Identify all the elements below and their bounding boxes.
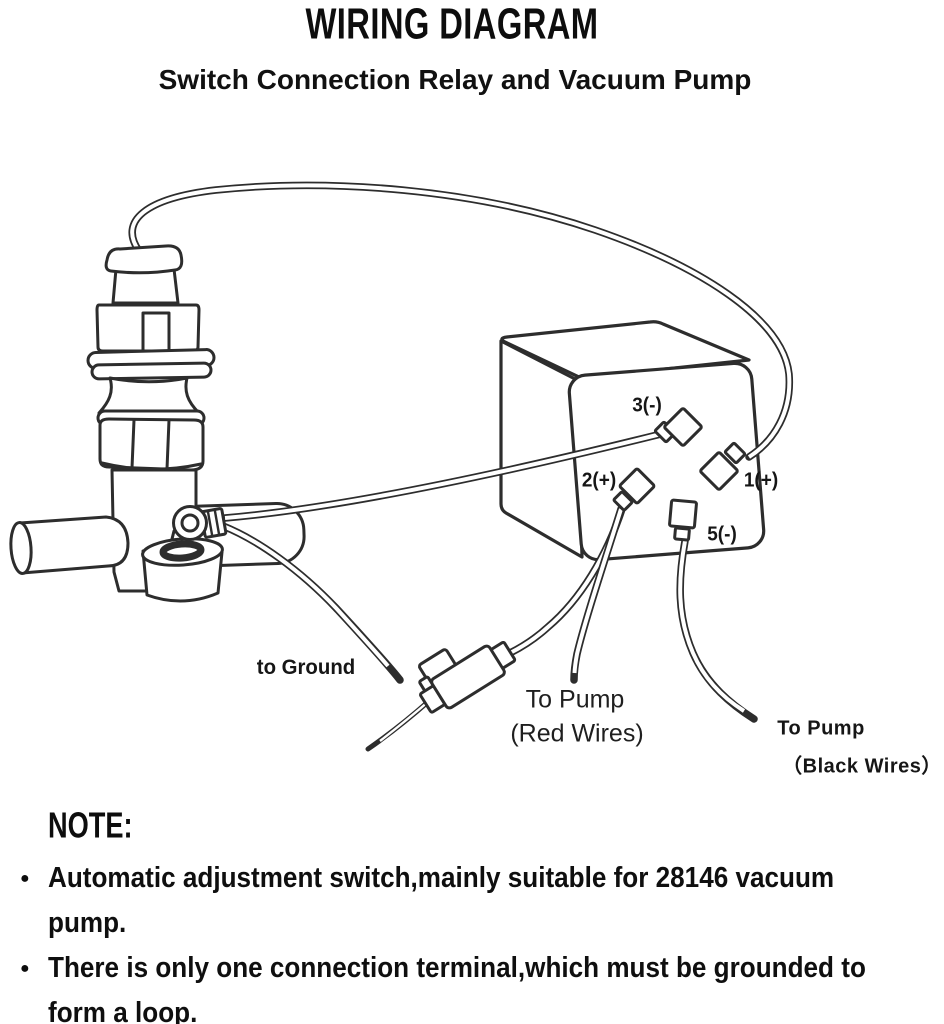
wire-terminal2-to-pump-red [570,505,625,684]
pump-red-label-line2: (Red Wires) [510,719,644,748]
switch-hex-nut [98,417,205,472]
ring-terminal-eyelet [172,505,228,541]
terminal5-connector [668,498,698,542]
wire-terminal3-to-eyelet [221,430,665,522]
note-heading: NOTE: [48,806,133,846]
page-title: WIRING DIAGRAM [305,0,599,48]
terminal3-connector [653,407,703,447]
inline-fuse-holder [418,640,517,714]
pump-black-label-line2: （Black Wires） [782,755,942,778]
note-item-text: There is only one connection terminal,wh… [48,952,866,1024]
terminal2-connector [612,467,656,512]
switch-side-tube [18,515,130,575]
note-item-text: Automatic adjustment switch,mainly suita… [48,862,835,939]
note-list: ● Automatic adjustment switch,mainly sui… [20,856,944,1024]
terminal-label-5: 5(-) [707,523,737,546]
wire-to-ground [219,522,404,684]
bullet-icon: ● [20,870,30,887]
terminal1-connector [699,441,747,491]
wire-switch-to-terminal1 [128,181,794,461]
terminal-label-1: 1(+) [743,469,779,492]
terminal-label-2: 2(+) [581,469,617,492]
note-item: ● Automatic adjustment switch,mainly sui… [20,856,944,946]
switch-bottom-port [141,537,224,603]
terminal-label-3: 3(-) [632,394,662,417]
ground-label: to Ground [256,656,356,679]
pump-red-label-line1: To Pump [525,685,625,714]
page-subtitle: Switch Connection Relay and Vacuum Pump [158,64,752,95]
pump-black-label-line1: To Pump [777,717,865,740]
bullet-icon: ● [20,960,30,977]
pressure-switch-drawing [9,244,306,603]
note-item: ● There is only one connection terminal,… [20,946,944,1024]
switch-top-cap [104,244,184,275]
wire-terminal5-to-pump-black [676,537,758,723]
